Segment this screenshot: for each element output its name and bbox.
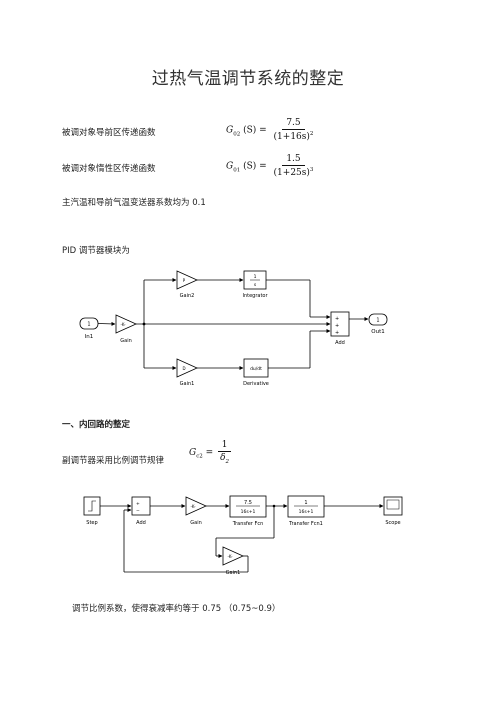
tf1-label: Transfer Fcn1 — [288, 521, 323, 527]
in1-port-number: 1 — [87, 322, 90, 328]
formula-num: 1.5 — [282, 154, 305, 166]
integrator-num: 1 — [254, 274, 257, 280]
formula-den: (1+25s)3 — [270, 166, 318, 178]
section-heading-inner-loop: 一、内回路的整定 — [62, 420, 131, 430]
gain1-symbol: D — [182, 366, 185, 371]
transfer-fcn1-block[interactable] — [287, 495, 325, 518]
formula-den: (1+16s)2 — [270, 130, 318, 142]
step-label: Step — [86, 520, 97, 526]
out1-port[interactable] — [368, 313, 388, 326]
add-block[interactable] — [131, 496, 151, 516]
branch-node — [142, 322, 146, 326]
in1-label: In1 — [85, 334, 94, 340]
formula-arg: (S) = — [243, 125, 267, 136]
formula-num: 1 — [217, 440, 232, 452]
formula-sub: 02 — [233, 131, 241, 138]
gain-block[interactable] — [185, 496, 207, 516]
gain-block[interactable] — [115, 314, 137, 334]
formula-den-sub: 2 — [225, 458, 230, 465]
gain2-label: Gain2 — [180, 293, 195, 299]
formula-lhs: G — [226, 161, 234, 172]
formula-pow: 3 — [309, 167, 314, 173]
tf-den: 16s+1 — [241, 509, 256, 515]
derivative-label: Derivative — [243, 381, 269, 387]
out1-label: Out1 — [371, 329, 384, 335]
svg-text:−: − — [136, 509, 140, 514]
svg-text:+: + — [335, 323, 339, 329]
tf-num: 7.5 — [244, 500, 252, 506]
formula-den-text: (1+25s) — [273, 168, 310, 178]
formula-g02: G02 (S) = 7.5 (1+16s)2 — [226, 118, 317, 142]
integrator-den: s — [254, 283, 257, 288]
scope-label: Scope — [385, 520, 400, 526]
formula-den-text: δ — [220, 453, 226, 463]
text-lead-zone-tf: 被调对象导前区传递函数 — [62, 128, 156, 138]
formula-num: 7.5 — [282, 118, 305, 130]
tf1-num: 1 — [304, 500, 307, 506]
integrator-label: Integrator — [242, 293, 268, 299]
add-label: Add — [136, 520, 146, 526]
formula-sub: c2 — [196, 453, 203, 460]
formula-pow: 2 — [309, 131, 314, 137]
inner-loop-diagram: Step + − Add -K- Gain 7.5 16s+1 Transfer… — [83, 495, 403, 576]
add-label: Add — [335, 340, 345, 346]
formula-fraction: 7.5 (1+16s)2 — [270, 118, 318, 142]
formula-sub: 01 — [233, 167, 241, 174]
formula-lhs: G — [226, 125, 234, 136]
formula-den-text: (1+16s) — [273, 132, 310, 142]
text-tuning-instruction: 调节比例系数，使得衰减率约等于 0.75 （0.75~0.9） — [72, 604, 281, 614]
text-transmitter-coef: 主汽温和导前气温变送器系数均为 0.1 — [62, 198, 206, 208]
gain-symbol: -K- — [190, 504, 196, 509]
formula-fraction: 1.5 (1+25s)3 — [270, 154, 318, 178]
gain2-symbol: P — [183, 278, 186, 283]
gain1-symbol: -K- — [227, 554, 233, 559]
gain-label: Gain — [190, 520, 202, 526]
pid-block-diagram: 1 In1 -K- Gain P Gain2 1 s Integrator D … — [79, 270, 388, 387]
scope-block[interactable] — [383, 496, 403, 516]
formula-gc2: Gc2 = 1 δ2 — [189, 440, 233, 465]
gain1-label: Gain1 — [226, 570, 241, 576]
svg-text:+: + — [335, 316, 339, 322]
formula-eq: = — [205, 447, 214, 458]
formula-den: δ2 — [216, 452, 233, 465]
transfer-fcn-block[interactable] — [229, 495, 267, 518]
formula-fraction: 1 δ2 — [216, 440, 233, 465]
gain-label: Gain — [120, 338, 132, 344]
add-block[interactable] — [330, 311, 350, 337]
gain1-label: Gain1 — [180, 381, 195, 387]
page-title: 过热气温调节系统的整定 — [151, 69, 345, 89]
formula-lhs: G — [189, 447, 197, 458]
gain1-block[interactable] — [176, 358, 198, 378]
derivative-text: du/dt — [250, 366, 262, 372]
tf-label: Transfer Fcn — [232, 521, 264, 527]
text-pid-block: PID 调节器模块为 — [62, 246, 130, 256]
out1-port-number: 1 — [376, 318, 379, 324]
gain2-block[interactable] — [176, 270, 198, 290]
text-inertia-zone-tf: 被调对象惰性区传递函数 — [62, 164, 156, 174]
svg-text:+: + — [136, 501, 140, 507]
formula-arg: (S) = — [243, 161, 267, 172]
tf1-den: 16s+1 — [299, 509, 314, 515]
formula-g01: G01 (S) = 1.5 (1+25s)3 — [226, 154, 317, 178]
text-secondary-controller: 副调节器采用比例调节规律 — [62, 456, 165, 466]
gain-symbol: -K- — [120, 322, 126, 327]
svg-text:+: + — [335, 330, 339, 336]
gain1-block[interactable] — [222, 546, 244, 566]
